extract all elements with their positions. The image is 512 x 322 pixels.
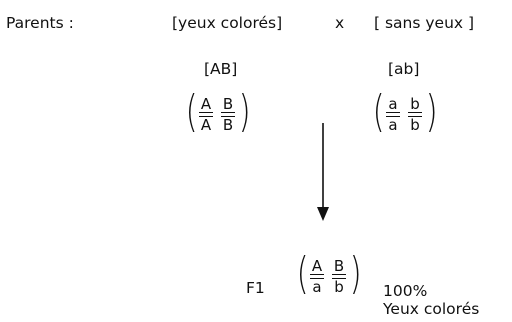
allele-top: b	[410, 95, 420, 113]
allele-top: B	[333, 257, 345, 275]
chromosome-bar	[310, 274, 324, 279]
allele-bottom: a	[388, 117, 398, 131]
left-parenthesis: (	[372, 86, 385, 137]
f1-chromosome-pair-2: B b	[331, 258, 347, 293]
chromosome-bar	[386, 112, 400, 117]
parent2-phenotype: [ sans yeux ]	[374, 14, 475, 32]
parent2-genotype: ( a a b b )	[370, 90, 440, 138]
allele-bottom: b	[410, 117, 420, 131]
parent1-genotype: ( A A B B )	[183, 90, 253, 138]
allele-bottom: A	[200, 117, 212, 131]
chromosome-bar	[408, 112, 422, 117]
allele-top: A	[311, 257, 323, 275]
left-parenthesis: (	[296, 248, 309, 299]
parents-label: Parents :	[6, 14, 74, 32]
chromosome-bar	[199, 112, 213, 117]
f1-chromosome-pair-1: A a	[309, 258, 325, 293]
allele-bottom: B	[222, 117, 234, 131]
f1-genotype: ( A a B b )	[294, 252, 364, 300]
parent1-phenotype: [yeux colorés]	[172, 14, 283, 32]
right-parenthesis: )	[425, 86, 438, 137]
allele-bottom: b	[334, 279, 344, 293]
allele-top: A	[200, 95, 212, 113]
right-parenthesis: )	[238, 86, 251, 137]
parent1-chromosome-pair-2: B B	[220, 96, 236, 131]
cross-symbol: x	[335, 14, 345, 32]
right-parenthesis: )	[349, 248, 362, 299]
chromosome-bar	[221, 112, 235, 117]
allele-top: a	[388, 95, 398, 113]
f1-percentage: 100%	[383, 282, 428, 300]
chromosome-bar	[332, 274, 346, 279]
parent1-chromosome-pair-1: A A	[198, 96, 214, 131]
parent2-chromosome-pair-2: b b	[407, 96, 423, 131]
f1-label: F1	[246, 279, 265, 297]
parent2-group: [ab]	[388, 60, 420, 78]
f1-phenotype: Yeux colorés	[383, 300, 480, 318]
allele-top: B	[222, 95, 234, 113]
parent1-group: [AB]	[204, 60, 238, 78]
left-parenthesis: (	[185, 86, 198, 137]
allele-bottom: a	[312, 279, 322, 293]
down-arrow-icon	[317, 123, 329, 221]
parent2-chromosome-pair-1: a a	[385, 96, 401, 131]
